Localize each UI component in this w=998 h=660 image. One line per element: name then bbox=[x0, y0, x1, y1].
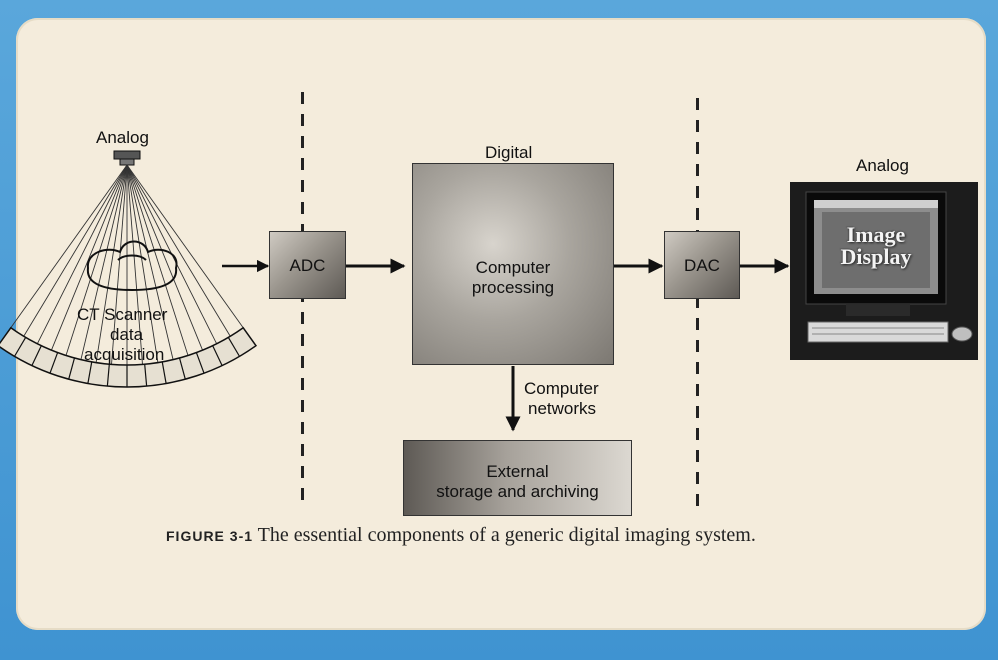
detector-cell-divider bbox=[212, 345, 223, 366]
scanner-label-line3: acquisition bbox=[84, 345, 165, 364]
analog-right-label: Analog bbox=[856, 156, 909, 175]
detector-band bbox=[0, 326, 258, 388]
detector-cell-divider bbox=[87, 361, 93, 384]
computer-label-line2: processing bbox=[471, 278, 555, 297]
fan-ray bbox=[126, 164, 143, 365]
fan-ray bbox=[111, 164, 128, 365]
fan-ray bbox=[65, 164, 128, 356]
detector-cell-divider bbox=[49, 352, 59, 374]
detector-cell-divider bbox=[68, 357, 76, 380]
dac-box: DAC bbox=[664, 231, 740, 299]
figure-caption-text: The essential components of a generic di… bbox=[257, 524, 756, 546]
dac-label: DAC bbox=[684, 256, 720, 275]
detector-arc bbox=[0, 326, 258, 388]
external-storage-box: External storage and archiving bbox=[403, 440, 632, 516]
dac-boundary-line bbox=[696, 98, 699, 510]
fan-ray bbox=[126, 164, 203, 351]
fan-ray bbox=[95, 164, 128, 363]
scanner-label-line1: CT Scanner bbox=[77, 305, 168, 324]
monitor-text-line1: Image bbox=[846, 222, 906, 247]
analog-left-label: Analog bbox=[96, 128, 149, 147]
fan-ray bbox=[126, 164, 244, 329]
adc-label: ADC bbox=[289, 256, 326, 275]
detector-cell-divider bbox=[195, 352, 205, 374]
fan-ray bbox=[10, 164, 128, 329]
adc-boundary-line bbox=[301, 92, 304, 510]
figure-number: FIGURE 3-1 bbox=[166, 528, 254, 544]
adc-box: ADC bbox=[269, 231, 346, 299]
fan-ray bbox=[126, 164, 189, 356]
computer-label-line1: Computer bbox=[475, 258, 551, 277]
detector-cell-divider bbox=[106, 364, 110, 387]
computer-processing-box: Computer processing bbox=[412, 163, 614, 365]
monitor-icon bbox=[790, 182, 978, 360]
storage-label-line2: storage and archiving bbox=[436, 482, 599, 501]
fan-ray bbox=[126, 164, 231, 337]
xray-tube-icon bbox=[113, 150, 141, 166]
fan-ray bbox=[23, 164, 128, 337]
storage-label-line1: External bbox=[486, 462, 549, 481]
networks-label-line2: networks bbox=[528, 399, 597, 418]
fan-ray bbox=[126, 164, 174, 360]
detector-cell-divider bbox=[227, 337, 241, 357]
detector-cell-divider bbox=[144, 364, 148, 387]
xray-fan-beam bbox=[10, 164, 244, 365]
fan-ray bbox=[51, 164, 128, 351]
detector-cell-divider bbox=[178, 357, 186, 380]
detector-cell-divider bbox=[13, 337, 27, 357]
patient-outline bbox=[86, 240, 178, 292]
monitor-text-line2: Display bbox=[840, 244, 912, 269]
detector-cell-divider bbox=[31, 345, 42, 366]
detector-cell-divider bbox=[161, 361, 167, 384]
networks-label-line1: Computer bbox=[524, 379, 599, 398]
fan-ray bbox=[126, 164, 159, 363]
monitor-image-text: Image Display bbox=[822, 224, 930, 268]
scanner-label-line2: data bbox=[110, 325, 144, 344]
fan-ray bbox=[80, 164, 128, 360]
fan-ray bbox=[36, 164, 128, 344]
figure-caption: FIGURE 3-1 The essential components of a… bbox=[166, 524, 756, 547]
digital-label: Digital bbox=[485, 143, 533, 162]
